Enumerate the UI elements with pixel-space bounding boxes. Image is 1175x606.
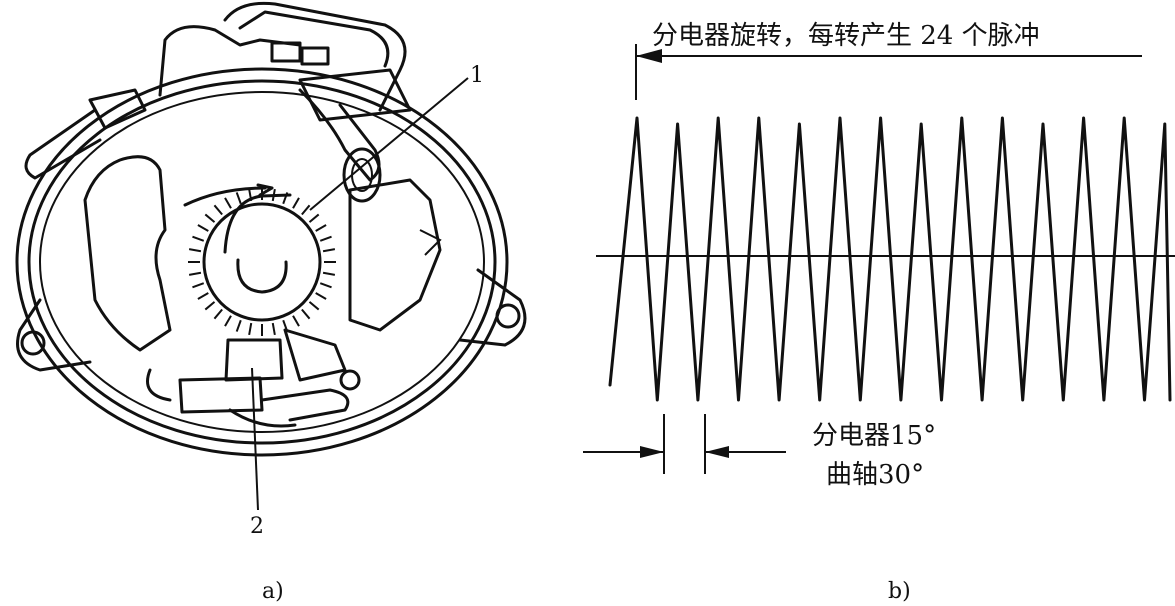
- rotor-tooth: [282, 192, 289, 205]
- rotor-tooth: [315, 292, 327, 300]
- rotor-tooth: [315, 224, 327, 232]
- caption-a: a): [262, 579, 284, 604]
- rotor-tooth: [224, 315, 232, 327]
- rotor-tooth: [235, 319, 242, 332]
- rotor-tooth: [322, 248, 336, 253]
- rotor-tooth: [213, 308, 223, 320]
- rotor-tooth: [248, 188, 253, 202]
- rotor-tooth: [248, 322, 253, 336]
- rotor-tooth: [319, 282, 332, 289]
- rotor-tooth: [308, 301, 320, 311]
- distributor-angle-label: 分电器15°: [812, 421, 936, 451]
- distributor-drawing: [15, 1, 527, 511]
- rotor-tooth: [224, 197, 232, 209]
- rotor-tooth: [204, 301, 216, 311]
- rotor-tooth: [292, 197, 300, 209]
- rotor-tooth: [204, 213, 216, 223]
- caption-b: b): [888, 579, 911, 604]
- rotor-tooth: [301, 204, 311, 216]
- rotor-tooth: [213, 204, 223, 216]
- rotation-arrow: [635, 44, 1142, 100]
- rotor-tooth: [301, 308, 311, 320]
- callout-1: 1: [470, 63, 484, 88]
- rotor-tooth: [192, 282, 205, 289]
- rotor-tooth: [197, 224, 209, 232]
- crank-angle-label: 曲轴30°: [826, 460, 924, 490]
- rotor-tooth: [271, 322, 276, 336]
- rotor-tooth: [235, 192, 242, 205]
- rotor-tooth: [308, 213, 320, 223]
- rotor-tooth: [292, 315, 300, 327]
- rotation-note: 分电器旋转，每转产生 24 个脉冲: [652, 21, 1040, 51]
- rotor-tooth: [188, 248, 202, 253]
- rotor-tooth: [322, 271, 336, 276]
- angle-dimension: [583, 414, 786, 474]
- rotor-tooth: [319, 235, 332, 242]
- rotor-tooth: [197, 292, 209, 300]
- rotor-tooth: [192, 235, 205, 242]
- callout-2: 2: [250, 514, 264, 539]
- rotor-tooth: [188, 271, 202, 276]
- rotor-teeth: [188, 188, 336, 336]
- rotor-tooth: [271, 188, 276, 202]
- pulse-waveform: [608, 116, 1172, 402]
